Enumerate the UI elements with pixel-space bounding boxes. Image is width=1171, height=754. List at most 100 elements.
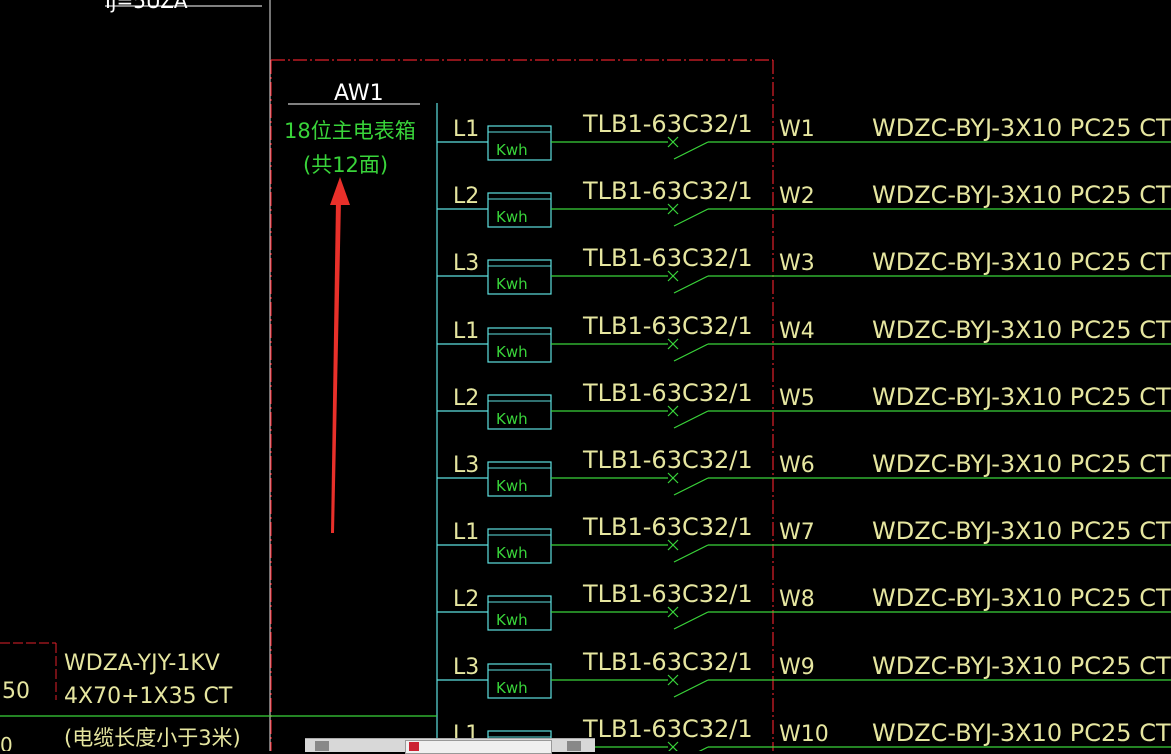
- cable-spec-label: WDZC-BYJ-3X10 PC25 CT: [872, 248, 1171, 276]
- breaker-x-mark: [667, 674, 679, 686]
- cable-spec-label: WDZC-BYJ-3X10 PC25 CT: [872, 450, 1171, 478]
- circuit-number: W9: [779, 655, 815, 680]
- circuit-number: W4: [779, 319, 815, 344]
- breaker-x-mark: [667, 203, 679, 215]
- panel-name: AW1: [334, 81, 384, 106]
- breaker-model-label: TLB1-63C32/1: [582, 648, 753, 676]
- breaker-switch-blade: [698, 746, 709, 751]
- circuit-number: W10: [779, 722, 829, 747]
- breaker-model-label: TLB1-63C32/1: [582, 446, 753, 474]
- energy-meter-box: [487, 125, 552, 161]
- breaker-x-mark: [667, 539, 679, 551]
- breaker-x-mark: [668, 741, 679, 751]
- breaker-model-label: TLB1-63C32/1: [582, 580, 753, 608]
- circuit-number: W1: [779, 117, 815, 142]
- phase-label: L3: [453, 453, 479, 478]
- meter-label: Kwh: [496, 343, 528, 361]
- panel-description-line1: 18位主电表箱: [284, 119, 416, 143]
- energy-meter-box: [487, 327, 552, 363]
- phase-label: L3: [453, 655, 479, 680]
- cable-spec-label: WDZC-BYJ-3X10 PC25 CT: [872, 584, 1171, 612]
- svg-text:0: 0: [0, 733, 13, 751]
- incoming-cable-spec: WDZA-YJY-1KV: [64, 651, 220, 676]
- breaker-switch-blade: [673, 141, 709, 160]
- cable-spec-label: WDZC-BYJ-3X10 PC25 CT: [872, 316, 1171, 344]
- cable-spec-label: WDZC-BYJ-3X10 PC25 CT: [872, 383, 1171, 411]
- breaker-switch-blade: [673, 611, 709, 630]
- pen-icon[interactable]: [567, 741, 581, 751]
- meter-label: Kwh: [496, 141, 528, 159]
- incoming-cable-size: 4X70+1X35 CT: [64, 684, 233, 709]
- circuit-number: W8: [779, 587, 815, 612]
- phase-label: L2: [453, 386, 479, 411]
- cable-spec-label: WDZC-BYJ-3X10 PC25 CT: [872, 181, 1171, 209]
- panel-border: [270, 59, 774, 751]
- taskbar-window-button[interactable]: [405, 740, 552, 754]
- breaker-model-label: TLB1-63C32/1: [582, 379, 753, 407]
- app-icon[interactable]: [315, 741, 329, 751]
- breaker-x-mark: [667, 405, 679, 417]
- energy-meter-box: [487, 259, 552, 295]
- circuit-number: W5: [779, 386, 815, 411]
- breaker-x-mark: [667, 270, 679, 282]
- breaker-x-mark: [667, 136, 679, 148]
- meter-label: Kwh: [496, 208, 528, 226]
- phase-label: L1: [453, 117, 479, 142]
- breaker-model-label: TLB1-63C32/1: [582, 312, 753, 340]
- cable-spec-label: WDZC-BYJ-3X10 PC25 CT: [872, 719, 1171, 747]
- circuit-number: W6: [779, 453, 815, 478]
- meter-label: Kwh: [496, 275, 528, 293]
- cable-spec-label: WDZC-BYJ-3X10 PC25 CT: [872, 652, 1171, 680]
- circuit-number: W7: [779, 520, 815, 545]
- meter-label: Kwh: [496, 477, 528, 495]
- energy-meter-box: [487, 595, 552, 631]
- phase-label: L2: [453, 587, 479, 612]
- circuit-number: W3: [779, 251, 815, 276]
- incoming-left-number: 50: [2, 679, 30, 704]
- breaker-switch-blade: [673, 410, 709, 429]
- breaker-switch-blade: [673, 544, 709, 563]
- window-icon: [409, 742, 419, 751]
- energy-meter-box: [487, 528, 552, 564]
- phase-label: L3: [453, 251, 479, 276]
- incoming-cable-section: 50 WDZA-YJY-1KV 4X70+1X35 CT (电缆长度小于3米) …: [0, 642, 437, 751]
- phase-label: L1: [453, 319, 479, 344]
- energy-meter-box: [487, 394, 552, 430]
- meter-label: Kwh: [496, 410, 528, 428]
- breaker-switch-blade: [673, 343, 709, 362]
- circuit-number: W2: [779, 184, 815, 209]
- breaker-model-label: TLB1-63C32/1: [582, 513, 753, 541]
- meter-label: Kwh: [496, 544, 528, 562]
- breaker-switch-blade: [673, 679, 709, 698]
- breaker-model-label: TLB1-63C32/1: [582, 715, 753, 743]
- breaker-x-mark: [667, 472, 679, 484]
- breaker-model-label: TLB1-63C32/1: [582, 110, 753, 138]
- meter-label: Kwh: [496, 611, 528, 629]
- energy-meter-box: [487, 192, 552, 228]
- phase-label: L1: [453, 520, 479, 545]
- cable-spec-label: WDZC-BYJ-3X10 PC25 CT: [872, 114, 1171, 142]
- panel-description-line2: (共12面): [303, 153, 388, 177]
- breaker-x-mark: [667, 606, 679, 618]
- breaker-model-label: TLB1-63C32/1: [582, 244, 753, 272]
- phase-label: L2: [453, 184, 479, 209]
- breaker-switch-blade: [673, 477, 709, 496]
- breaker-model-label: TLB1-63C32/1: [582, 177, 753, 205]
- incoming-cable-note: (电缆长度小于3米): [64, 726, 241, 750]
- cable-spec-label: WDZC-BYJ-3X10 PC25 CT: [872, 517, 1171, 545]
- breaker-switch-blade: [673, 275, 709, 294]
- breaker-switch-blade: [673, 208, 709, 227]
- annotation-arrow-icon: [330, 177, 350, 533]
- energy-meter-box: [487, 461, 552, 497]
